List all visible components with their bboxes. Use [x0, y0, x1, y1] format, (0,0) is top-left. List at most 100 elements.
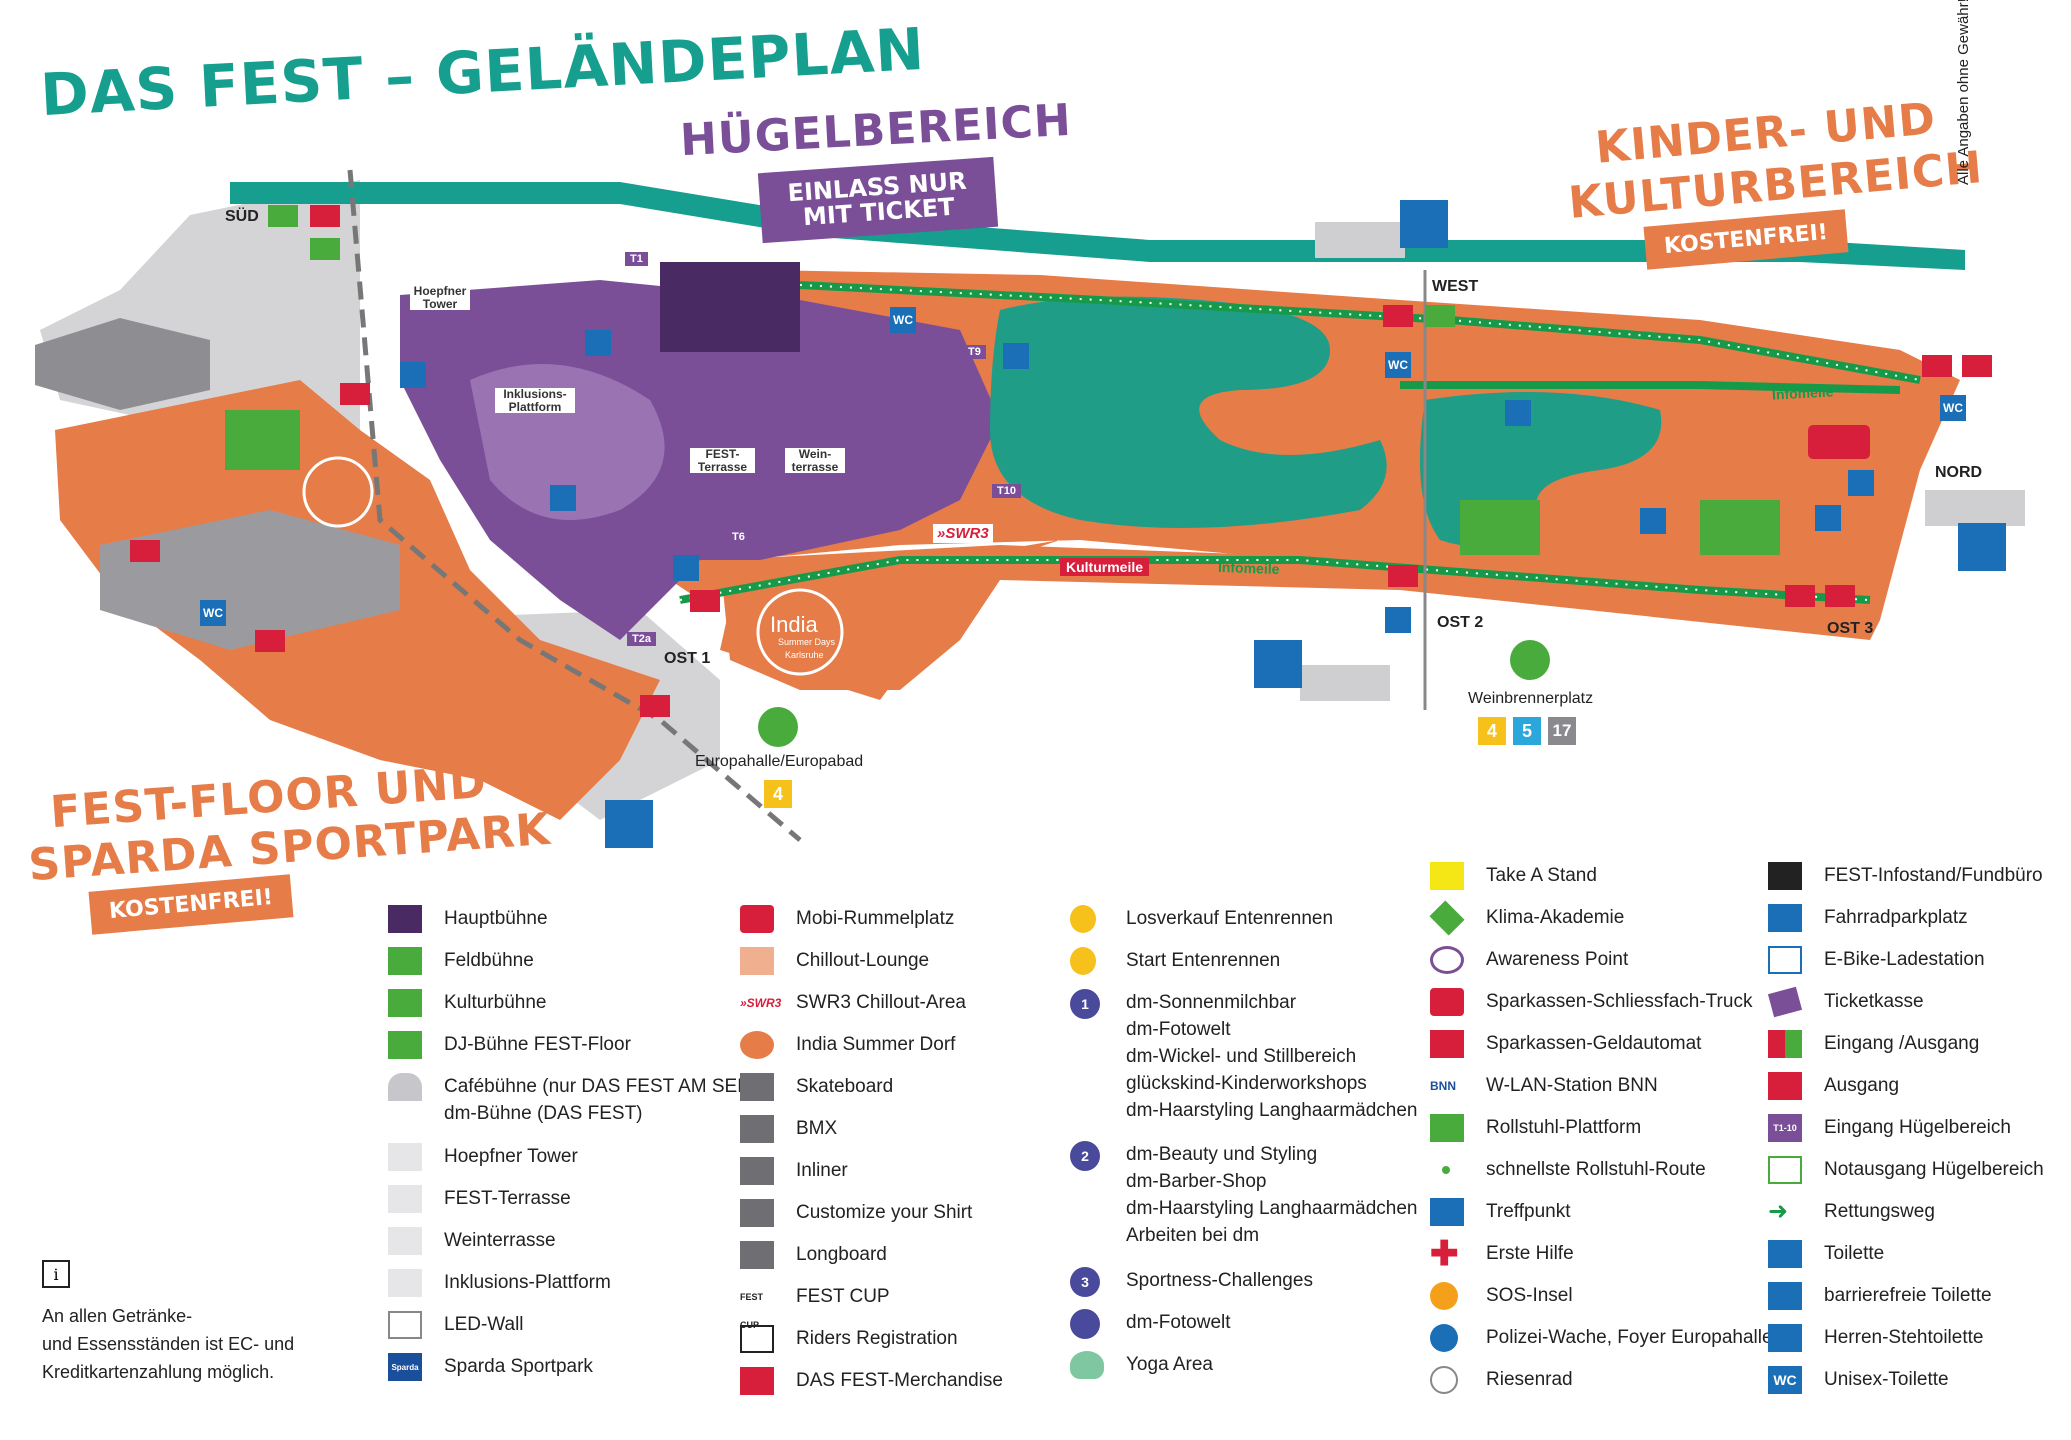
label-india-2: Summer Days: [778, 637, 836, 647]
skateboard-icon: [740, 1073, 774, 1101]
dm-1-icon: 1: [1070, 989, 1100, 1019]
emergency-exit-icon: [1768, 1156, 1802, 1184]
escape-route-icon: ➜: [1768, 1198, 1789, 1225]
legend-losverkauf: Losverkauf Entenrennen: [1126, 908, 1334, 929]
legend-schliessfach: Sparkassen-Schliessfach-Truck: [1486, 991, 1753, 1012]
hatch-3: [1925, 490, 2025, 526]
info-note: An allen Getränke- und Essensständen ist…: [42, 1306, 295, 1382]
entrance-exit-flag-icon: [1768, 1030, 1802, 1058]
legend-mobi: Mobi-Rummelplatz: [796, 908, 955, 929]
main-stage-icon: [388, 905, 422, 933]
legend-polizei: Polizei-Wache, Foyer Europahalle: [1486, 1327, 1773, 1348]
legend-sportness: Sportness-Challenges: [1126, 1270, 1313, 1291]
info-icon: i: [42, 1260, 70, 1288]
flags: [130, 205, 1992, 717]
legend-dm-fotowelt: dm-Fotowelt: [1126, 1312, 1231, 1333]
legend-festterrasse: FEST-Terrasse: [444, 1188, 571, 1209]
ferris-wheel: [302, 456, 374, 528]
tram-4-box: [1478, 717, 1506, 745]
tram-4-europa-box: [764, 780, 792, 808]
inclusion-platform-icon: [388, 1269, 422, 1297]
main-stage: [660, 262, 800, 352]
path-infomeile: [1400, 381, 1901, 394]
take-a-stand-icon: [1430, 862, 1464, 890]
path-south-dots: [679, 559, 1871, 601]
river: [230, 182, 1965, 270]
legend-treffpunkt: Treffpunkt: [1486, 1201, 1571, 1222]
label-ost2: OST 2: [1437, 614, 1484, 631]
legend-yoga: Yoga Area: [1126, 1354, 1213, 1375]
legend-takeastand: Take A Stand: [1486, 865, 1597, 886]
parking-1: [1400, 200, 1448, 248]
legend-kulturbuehne: Kulturbühne: [444, 992, 547, 1013]
legend-wlan: W-LAN-Station BNN: [1486, 1075, 1658, 1096]
legend-weinterrasse: Weinterrasse: [444, 1230, 556, 1251]
wlan-icon: BNN: [1430, 1079, 1456, 1093]
lake-west: [990, 296, 1387, 528]
led-wall-icon: [388, 1311, 422, 1339]
legend-herren: Herren-Stehtoilette: [1824, 1327, 1984, 1348]
ferris-wheel-icon: [1430, 1366, 1458, 1394]
label-india-1: India: [770, 612, 818, 637]
kulturbuehne-1: [1460, 500, 1540, 555]
legend-skateboard: Skateboard: [796, 1076, 894, 1097]
legend-ebike: E-Bike-Ladestation: [1824, 949, 1985, 970]
bus-icon: [740, 905, 774, 933]
europahalle-building: [100, 510, 400, 650]
hall-left: [35, 318, 210, 410]
dm-2-icon: 2: [1070, 1141, 1100, 1171]
label-west: WEST: [1432, 278, 1479, 295]
deckchair-icon: [740, 947, 774, 975]
inliner-icon: [740, 1157, 774, 1185]
swr3-icon: »SWR3: [740, 996, 782, 1010]
legend-notausgang: Notausgang Hügelbereich: [1824, 1159, 2044, 1180]
legend-barrierefrei: barrierefreie Toilette: [1824, 1285, 1992, 1306]
label-weinbrenner: Weinbrennerplatz: [1468, 690, 1594, 707]
police-icon: [1430, 1324, 1458, 1352]
label-infomeile-1: Infomeile: [1217, 558, 1280, 578]
tram-4-europa: 4: [772, 783, 783, 804]
exit-flag-icon: [1768, 1072, 1802, 1100]
tram-5: 5: [1521, 720, 1532, 741]
legend-toilette: Toilette: [1824, 1243, 1885, 1264]
legend-awareness: Awareness Point: [1486, 949, 1629, 970]
ebike-icon: [1768, 946, 1802, 974]
tram-5-box: [1513, 717, 1541, 745]
map-wc-1: WC: [893, 313, 913, 327]
map-wc-2: WC: [1388, 358, 1408, 372]
fest-terrace-icon: [388, 1185, 422, 1213]
legend-sparda: Sparda Sportpark: [444, 1356, 593, 1377]
legend-india: India Summer Dorf: [796, 1034, 956, 1055]
hatch-2: [1300, 665, 1390, 701]
merch-shirt-icon: [740, 1367, 774, 1395]
legend-dm-2: dm-Beauty und Styling dm-Barber-Shop dm-…: [1126, 1144, 1418, 1246]
longboard-icon: [740, 1241, 774, 1269]
legend-eingang-ausgang: Eingang /Ausgang: [1824, 1033, 1980, 1054]
wc-boxes: [200, 307, 1966, 633]
label-nord: NORD: [1935, 464, 1983, 481]
tram-4: 4: [1486, 720, 1497, 741]
sbahn-europahalle: [758, 707, 798, 747]
dj-stage-icon: [388, 1031, 422, 1059]
label-festterrasse: FEST-Terrasse: [690, 448, 755, 474]
legend-geldautomat: Sparkassen-Geldautomat: [1486, 1033, 1702, 1054]
legend-erstehilfe: Erste Hilfe: [1486, 1243, 1574, 1264]
bike-parking-icon: [1768, 904, 1802, 932]
legend-riders: Riders Registration: [796, 1328, 958, 1349]
bmx-icon: [740, 1115, 774, 1143]
riders-icon: [740, 1325, 774, 1353]
tram-17: 17: [1552, 721, 1572, 740]
kulturbuehne-2: [1700, 500, 1780, 555]
urinal-icon: [1768, 1324, 1802, 1352]
label-europahalle: Europahalle/Europabad: [695, 753, 864, 770]
label-t6: T6: [727, 530, 750, 544]
legend-klima: Klima-Akademie: [1486, 907, 1625, 928]
wc-icon: WC: [1768, 1366, 1802, 1394]
label-ost1: OST 1: [664, 650, 711, 667]
legend-feldbuehne: Feldbühne: [444, 950, 534, 971]
india-dorf: [756, 588, 844, 676]
wine-terrace-icon: [388, 1227, 422, 1255]
eye-icon: [1430, 946, 1464, 974]
legend-bmx: BMX: [796, 1118, 838, 1139]
